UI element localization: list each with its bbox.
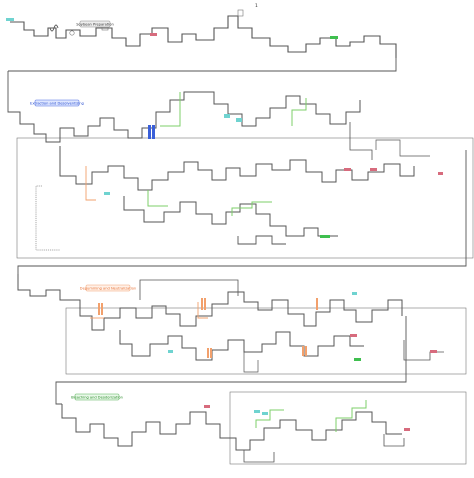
degum-cyan-block xyxy=(352,292,357,295)
pipe-degumming-loop xyxy=(139,279,239,300)
bleaching-red-block xyxy=(204,405,210,408)
pipe-extraction-middle xyxy=(59,146,415,191)
pipe-bleaching-main xyxy=(61,404,402,451)
pipe-steam-lower xyxy=(231,201,272,216)
section-label-box-extraction xyxy=(34,99,80,107)
section-label-box-preparation xyxy=(79,20,111,28)
filter-cyan-block xyxy=(262,412,268,415)
pipe-hot-degumming-2 xyxy=(197,302,208,319)
pipe-hot-extraction xyxy=(85,166,96,201)
pipe-degumming-to-bleaching xyxy=(55,316,407,405)
pipe-prep-down xyxy=(7,71,20,113)
section-extraction-frame xyxy=(16,137,474,259)
pipe-degumming-bottom-loop xyxy=(243,340,259,373)
degum-green-block xyxy=(354,358,361,361)
pipe-dashed-left xyxy=(35,185,60,251)
pipe-extraction-bottom xyxy=(237,235,286,245)
conditioner-icon xyxy=(69,30,75,36)
degum-red-block xyxy=(350,334,357,337)
pipe-prep-to-extraction xyxy=(8,58,397,72)
section-degumming-frame xyxy=(65,307,467,375)
pipe-extraction-to-degumming xyxy=(17,150,467,274)
section-connectors xyxy=(17,150,467,405)
reactor-column-2 xyxy=(204,298,206,310)
centrifuge-column-2 xyxy=(210,348,212,358)
pipe-bleaching-bottom xyxy=(243,450,275,463)
pipe-bleaching-right xyxy=(383,434,405,447)
meal-out-green-block xyxy=(320,235,330,238)
pipe-extraction-right xyxy=(375,139,430,157)
section-preparation: Soybean Preparation xyxy=(6,9,397,113)
section-degumming: Degumming and Neutralization xyxy=(17,274,467,375)
pipe-steam-bleaching xyxy=(255,409,284,428)
heater-column-1 xyxy=(98,303,100,315)
solvent-tank-block xyxy=(438,172,443,175)
condenser-red-block-2 xyxy=(370,168,377,171)
section-title-extraction: Extraction and Desolventizing xyxy=(30,101,84,105)
pipe-degumming-lower xyxy=(119,330,364,361)
degum-red-block-2 xyxy=(430,350,437,353)
section-title-preparation: Soybean Preparation xyxy=(76,22,113,26)
pipe-preparation-main xyxy=(10,15,397,58)
neutralizer-column xyxy=(316,298,318,310)
reactor-column-1 xyxy=(201,298,203,310)
extractor-column-2 xyxy=(152,125,155,139)
centrifuge-column-1 xyxy=(207,348,209,358)
prep-green-block xyxy=(330,36,338,39)
cracker-icon xyxy=(49,24,59,32)
section-title-bleaching: Bleaching and Deodorization xyxy=(71,395,123,399)
section-extraction: Extraction and Desolventizing xyxy=(8,91,474,259)
washer-column-2 xyxy=(305,346,307,356)
desolventizer-block xyxy=(224,114,230,118)
toaster-block xyxy=(236,118,242,122)
heater-column-2 xyxy=(101,303,103,315)
pipe-extraction-lower xyxy=(123,196,338,237)
soybean-feed-tag xyxy=(6,18,14,21)
degum-cyan-block-2 xyxy=(168,350,173,353)
washer-column-1 xyxy=(302,346,304,356)
section-label-box-bleaching xyxy=(74,393,120,401)
deodorizer-red-block xyxy=(404,428,410,431)
page-marker: 1 xyxy=(255,3,258,9)
bleacher-cyan-block xyxy=(254,410,260,413)
section-label-box-degumming xyxy=(85,284,131,292)
pipe-steam-right xyxy=(291,98,307,126)
pipe-steam-bleaching-2 xyxy=(335,400,367,432)
pipe-degumming-right xyxy=(403,340,444,361)
pipe-extraction-return xyxy=(349,122,373,160)
section-bleaching: Bleaching and Deodorization xyxy=(61,391,467,465)
section-title-degumming: Degumming and Neutralization xyxy=(80,286,136,290)
pipe-degumming-upper xyxy=(17,274,403,331)
section-bleaching-frame xyxy=(229,391,467,465)
flash-tank-block xyxy=(104,192,110,195)
pipe-steam-middle xyxy=(147,190,168,207)
prep-red-block xyxy=(150,33,157,36)
pipe-steam-upper xyxy=(160,92,181,127)
extractor-column xyxy=(148,125,151,139)
condenser-red-block xyxy=(344,168,351,171)
pipe-extraction-upper xyxy=(8,91,361,143)
dryer-icon xyxy=(237,9,244,17)
